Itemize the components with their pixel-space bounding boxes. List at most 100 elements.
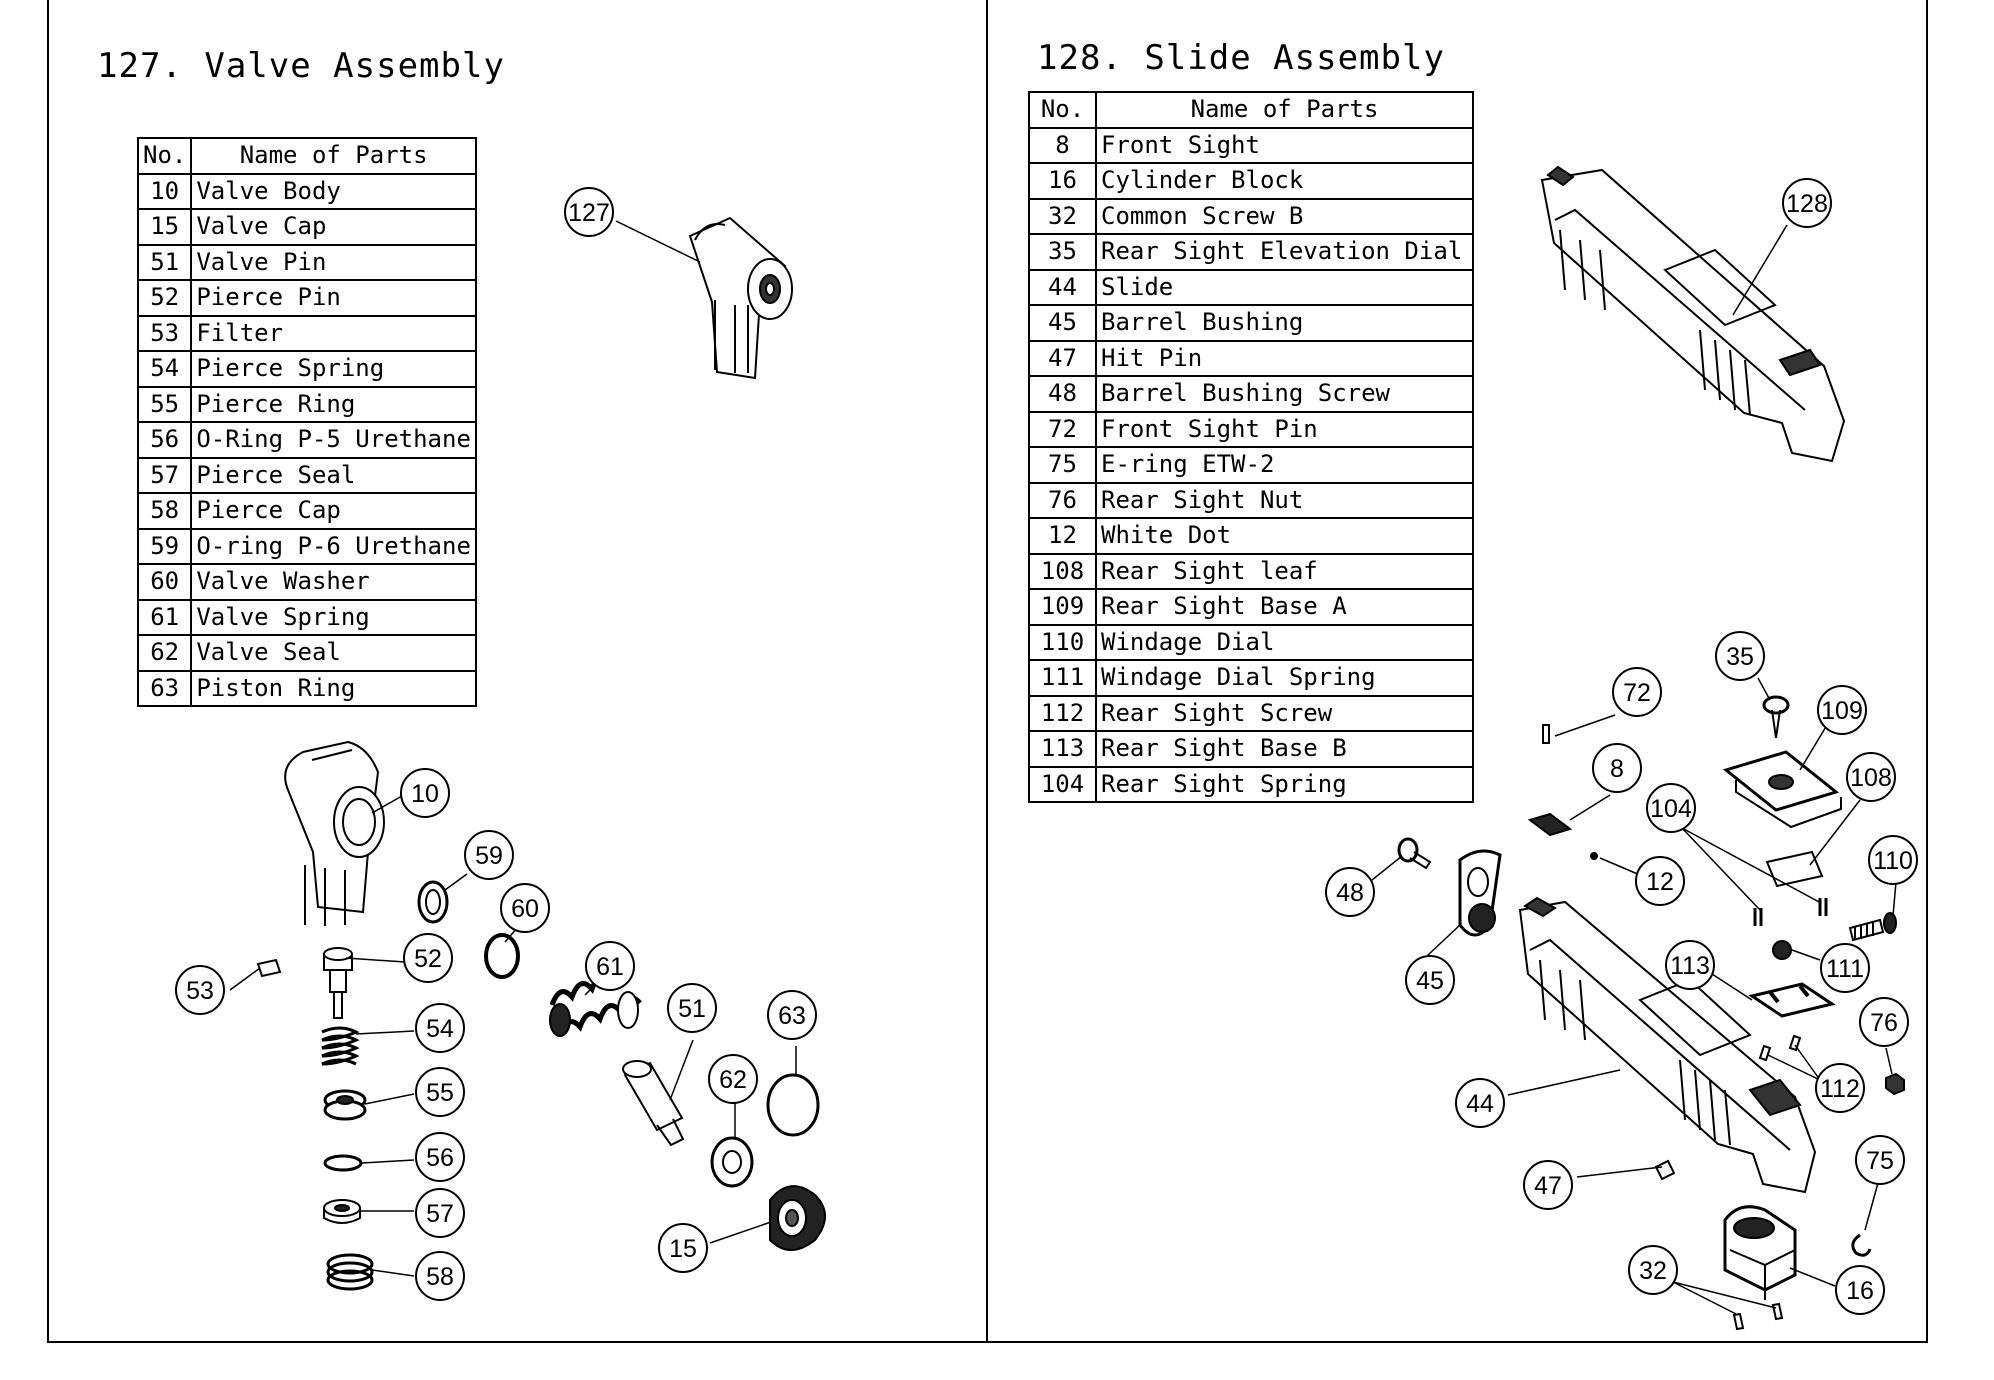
part-number-cell: 8 <box>1028 126 1097 164</box>
pierce-pin-drawing <box>323 947 353 1019</box>
callout-label: 52 <box>414 945 442 973</box>
callout-label: 76 <box>1870 1009 1898 1037</box>
callout-circle <box>767 990 817 1040</box>
e-ring-drawing <box>1851 1233 1872 1257</box>
pierce-ring-drawing <box>323 1089 367 1121</box>
table-header-row: No.Name of Parts <box>136 137 477 175</box>
callout-circle <box>658 1223 708 1273</box>
callout-circle <box>1859 997 1909 1047</box>
callout-label: 35 <box>1726 643 1754 671</box>
part-number-cell: 109 <box>1028 588 1097 626</box>
part-number-cell: 58 <box>136 492 193 530</box>
callout-label: 56 <box>426 1144 454 1172</box>
part-name-cell: Common Screw B <box>1095 197 1474 235</box>
callout-label: 51 <box>678 995 706 1023</box>
piston-ring-drawing <box>766 1073 820 1137</box>
callout-circle <box>1646 783 1696 833</box>
callout-circle <box>708 1054 758 1104</box>
part-name-cell: Pierce Pin <box>190 279 477 317</box>
part-number-cell: 113 <box>1028 730 1097 768</box>
cylinder-block-drawing <box>1723 1205 1797 1300</box>
part-name-cell: Valve Cap <box>190 208 477 246</box>
callout-label: 44 <box>1466 1090 1494 1118</box>
part-number-cell: 62 <box>136 634 193 672</box>
valve-cap-drawing <box>769 1185 826 1251</box>
part-number-cell: 15 <box>136 208 193 246</box>
part-number-cell: 55 <box>136 385 193 423</box>
part-number-cell: 60 <box>136 563 193 601</box>
callout-circle <box>175 965 225 1015</box>
callout-label: 55 <box>426 1079 454 1107</box>
part-number-cell: 35 <box>1028 233 1097 271</box>
part-name-cell: Valve Body <box>190 172 477 210</box>
part-number-cell: 111 <box>1028 659 1097 697</box>
callout-circle <box>1817 685 1867 735</box>
callout-label: 128 <box>1786 190 1828 218</box>
callout-circle <box>464 830 514 880</box>
callout-label: 47 <box>1534 1172 1562 1200</box>
callout-circle <box>415 1067 465 1117</box>
column-header-name: Name of Parts <box>1095 91 1474 129</box>
elevation-dial-drawing <box>1762 695 1790 739</box>
column-header-no: No. <box>136 137 193 175</box>
part-name-cell: Valve Pin <box>190 243 477 281</box>
part-name-cell: Rear Sight Elevation Dial <box>1095 233 1474 271</box>
part-name-cell: Rear Sight Base A <box>1095 588 1474 626</box>
callout-circle <box>1665 940 1715 990</box>
part-number-cell: 16 <box>1028 162 1097 200</box>
callout-label: 112 <box>1820 1075 1860 1103</box>
callout-circle <box>1782 178 1832 228</box>
windage-dial-spring-drawing <box>1772 940 1792 960</box>
part-name-cell: Windage Dial Spring <box>1095 659 1474 697</box>
part-name-cell: Valve Spring <box>190 598 477 636</box>
part-name-cell: Barrel Bushing Screw <box>1095 375 1474 413</box>
callout-label: 48 <box>1336 879 1364 907</box>
callout-label: 72 <box>1623 679 1651 707</box>
part-name-cell: Slide <box>1095 268 1474 306</box>
pierce-cap-drawing <box>326 1253 374 1291</box>
part-name-cell: Rear Sight Screw <box>1095 694 1474 732</box>
barrel-bushing-drawing <box>1458 849 1502 937</box>
callout-circle <box>564 187 614 237</box>
callout-circle <box>415 1132 465 1182</box>
part-number-cell: 54 <box>136 350 193 388</box>
rear-sight-spring-drawing <box>1753 898 1828 926</box>
callout-label: 75 <box>1866 1147 1894 1175</box>
part-name-cell: Windage Dial <box>1095 623 1474 661</box>
part-number-cell: 45 <box>1028 304 1097 342</box>
panel-divider <box>986 0 988 1343</box>
part-number-cell: 112 <box>1028 694 1097 732</box>
callout-label: 12 <box>1646 868 1674 896</box>
callout-circle <box>1815 1063 1865 1113</box>
callout-label: 104 <box>1650 795 1692 823</box>
part-name-cell: Rear Sight leaf <box>1095 552 1474 590</box>
callout-circle <box>1325 867 1375 917</box>
callout-label: 59 <box>475 842 503 870</box>
callout-label: 8 <box>1610 755 1624 783</box>
part-number-cell: 75 <box>1028 446 1097 484</box>
callout-label: 61 <box>596 953 624 981</box>
part-name-cell: Barrel Bushing <box>1095 304 1474 342</box>
part-number-cell: 59 <box>136 527 193 565</box>
callout-label: 111 <box>1826 955 1864 983</box>
filter-drawing <box>256 958 282 978</box>
callout-label: 60 <box>511 895 539 923</box>
callout-label: 15 <box>669 1235 697 1263</box>
white-dot-drawing <box>1590 852 1598 860</box>
